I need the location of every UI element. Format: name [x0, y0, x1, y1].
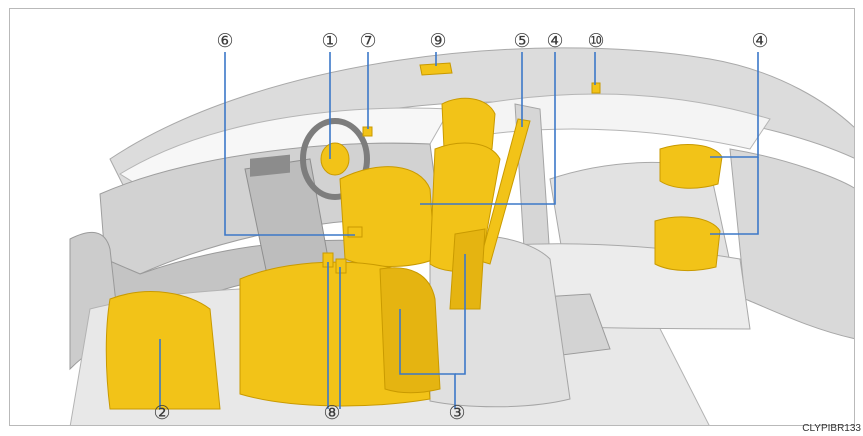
steering-wheel [300, 118, 370, 200]
callout-2-label: ② [153, 403, 170, 424]
rear-headrest-upper [659, 144, 723, 189]
callout-5: ⑤ [513, 31, 530, 52]
callout-9-label: ⑨ [429, 31, 446, 52]
callout-10: ⑩ [587, 31, 604, 52]
leader-4a [420, 52, 556, 205]
driver-seat-back [339, 166, 436, 267]
rear-roof-item [591, 82, 601, 94]
callout-6: ⑥ [216, 31, 233, 52]
rear-headrest-lower [654, 216, 721, 272]
leader-3b [455, 254, 466, 375]
overhead-unit [419, 62, 453, 76]
side-window [479, 93, 771, 150]
callout-8: ⑧ [323, 403, 340, 424]
center-screen [250, 154, 290, 177]
callout-3: ③ [448, 403, 465, 424]
callout-4a-label: ④ [546, 31, 563, 52]
airbag-locations [105, 62, 723, 410]
passenger-side-seat-airbag [449, 228, 486, 310]
callout-4b-label: ④ [751, 31, 768, 52]
passenger-seatbelt [479, 118, 531, 265]
callout-1: ① [321, 31, 338, 52]
callouts: ① ② ③ ④ ④ ⑤ ⑥ ⑦ ⑧ [153, 31, 768, 424]
rear-door-panel [729, 148, 854, 340]
diagram-frame: ① ② ③ ④ ④ ⑤ ⑥ ⑦ ⑧ [9, 8, 855, 426]
callout-9: ⑨ [429, 31, 446, 52]
callout-4b: ④ [751, 31, 768, 52]
callout-3-label: ③ [448, 403, 465, 424]
callout-7-label: ⑦ [359, 31, 376, 52]
callout-10-label: ⑩ [587, 31, 604, 52]
vehicle-interior-illustration: ① ② ③ ④ ④ ⑤ ⑥ ⑦ ⑧ [69, 31, 854, 425]
callout-2: ② [153, 403, 170, 424]
leader-lines [159, 52, 759, 409]
callout-6-label: ⑥ [216, 31, 233, 52]
console-spot [347, 226, 363, 238]
driver-seat-side [379, 267, 441, 394]
knee-airbag [105, 291, 221, 410]
cabin-shell [69, 47, 854, 425]
callout-7: ⑦ [359, 31, 376, 52]
image-code: CLYPIBR133 [802, 423, 861, 434]
leader-4c [710, 157, 759, 235]
callout-4a: ④ [546, 31, 563, 52]
callout-5-label: ⑤ [513, 31, 530, 52]
callout-8-label: ⑧ [323, 403, 340, 424]
callout-1-label: ① [321, 31, 338, 52]
seat-control-right [335, 258, 347, 274]
leader-3 [399, 309, 456, 409]
leader-6 [224, 52, 355, 236]
